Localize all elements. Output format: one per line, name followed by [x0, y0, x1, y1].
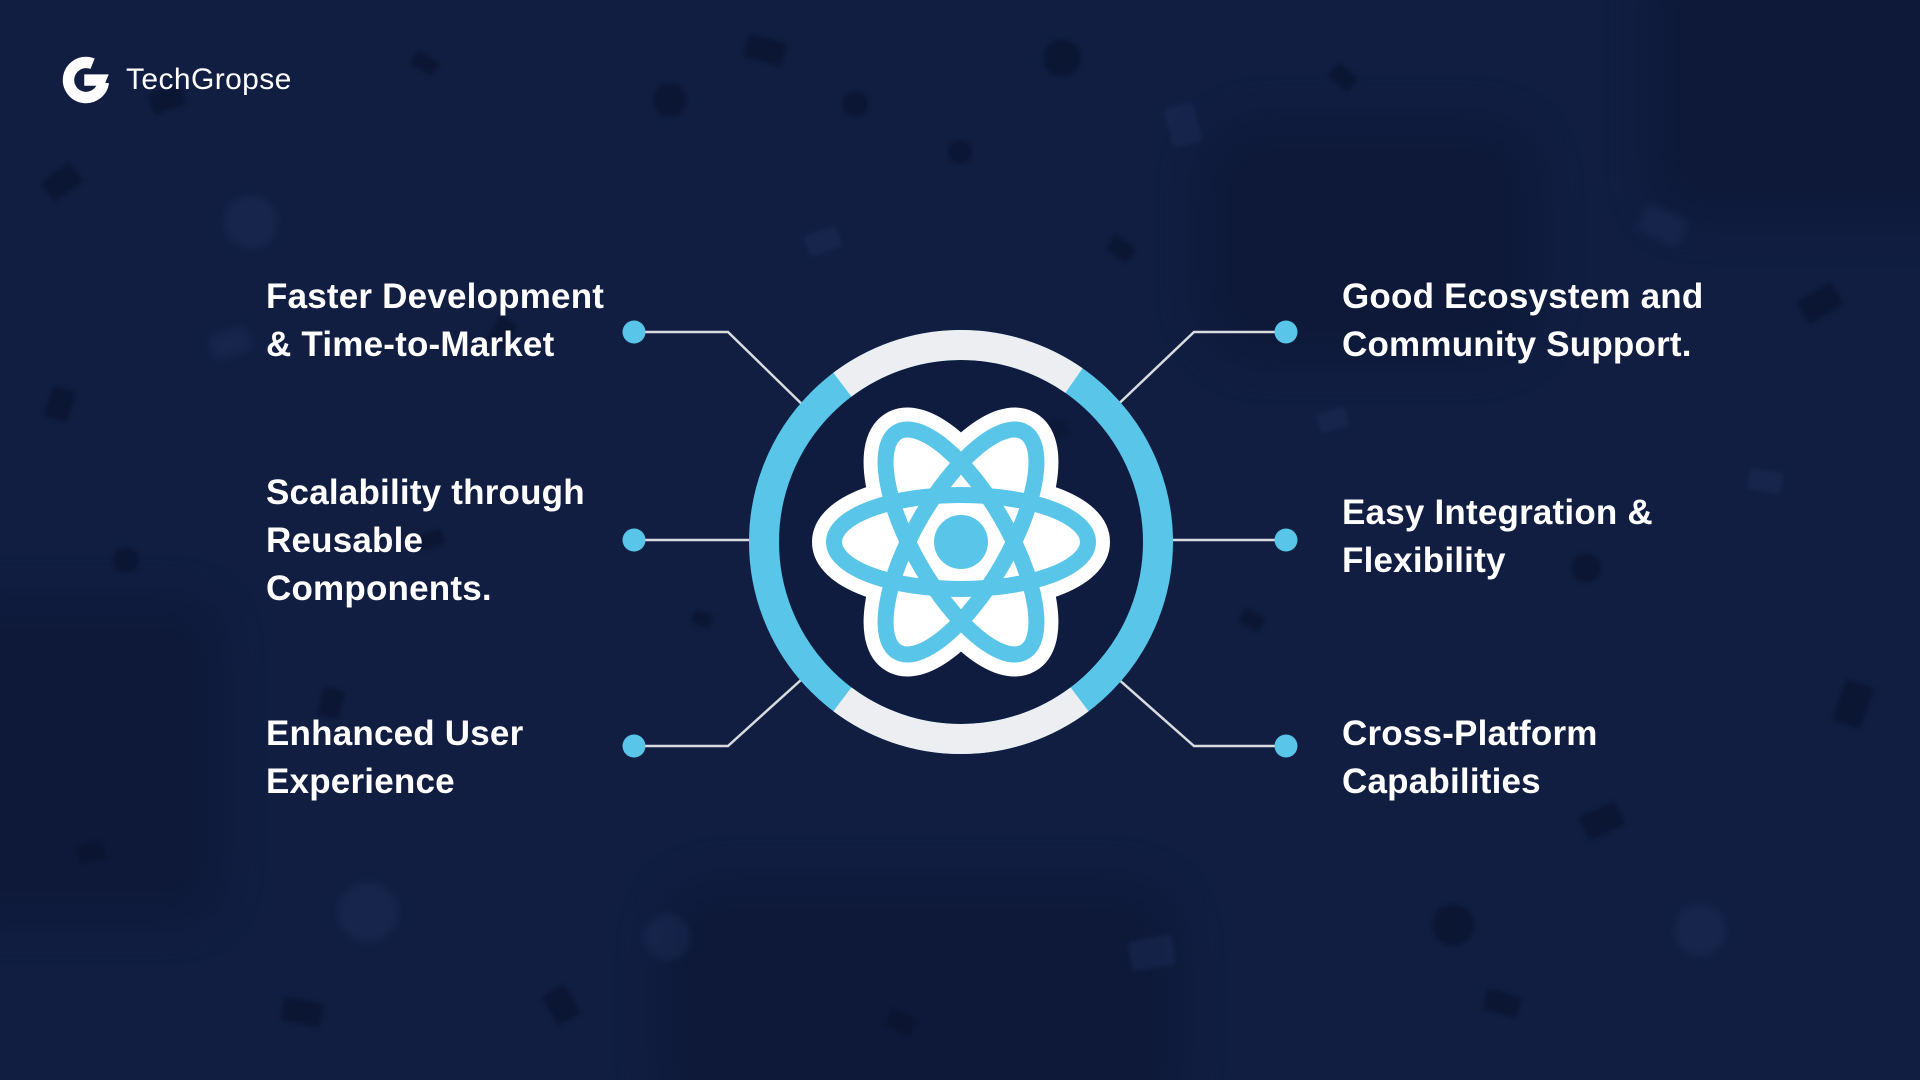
connector-line-top-right	[1107, 330, 1286, 415]
react-atom-icon	[812, 407, 1110, 677]
benefit-label-line: Community Support.	[1342, 325, 1692, 364]
brand-logo-text: TechGropse	[126, 63, 292, 96]
connector-line-bottom-left	[634, 669, 813, 748]
brand-logo: TechGropse	[58, 52, 292, 108]
benefit-label-line: Components.	[266, 569, 492, 608]
benefit-label-line: Scalability through	[266, 473, 585, 512]
benefit-label-integration: Easy Integration & Flexibility	[1342, 489, 1653, 585]
benefit-label-line: Capabilities	[1342, 762, 1541, 801]
benefit-label-enhanced-ux: Enhanced User Experience	[266, 710, 523, 806]
benefit-label-line: Experience	[266, 762, 455, 801]
react-atom-orbits	[826, 421, 1096, 663]
connector-dot-top-left	[622, 320, 646, 344]
benefit-label-line: Enhanced User	[266, 714, 524, 753]
benefit-label-line: Reusable	[266, 521, 424, 560]
connector-dot-mid-left	[622, 528, 646, 552]
benefit-label-line: Flexibility	[1342, 541, 1506, 580]
benefit-label-line: Good Ecosystem and	[1342, 277, 1704, 316]
benefit-label-ecosystem: Good Ecosystem and Community Support.	[1342, 273, 1703, 369]
benefit-label-cross-platform: Cross-Platform Capabilities	[1342, 710, 1598, 806]
benefit-label-scalability: Scalability through Reusable Components.	[266, 469, 585, 613]
connector-line-top-left	[634, 330, 813, 415]
connector-dot-top-right	[1274, 320, 1298, 344]
connector-dot-mid-right	[1274, 528, 1298, 552]
react-atom-nucleus	[934, 515, 988, 569]
benefit-label-line: Cross-Platform	[1342, 714, 1598, 753]
benefit-label-line: & Time-to-Market	[266, 325, 555, 364]
benefit-label-faster-development: Faster Development & Time-to-Market	[266, 273, 604, 369]
hub-ring-white-top	[833, 330, 1083, 397]
hub-ring-white-bottom	[833, 687, 1089, 754]
techgropse-logo-icon	[62, 56, 110, 104]
benefit-label-line: Easy Integration &	[1342, 493, 1653, 532]
benefit-label-line: Faster Development	[266, 277, 605, 316]
connector-line-bottom-right	[1107, 669, 1286, 748]
connector-dot-bottom-right	[1274, 734, 1298, 758]
connector-dot-bottom-left	[622, 734, 646, 758]
